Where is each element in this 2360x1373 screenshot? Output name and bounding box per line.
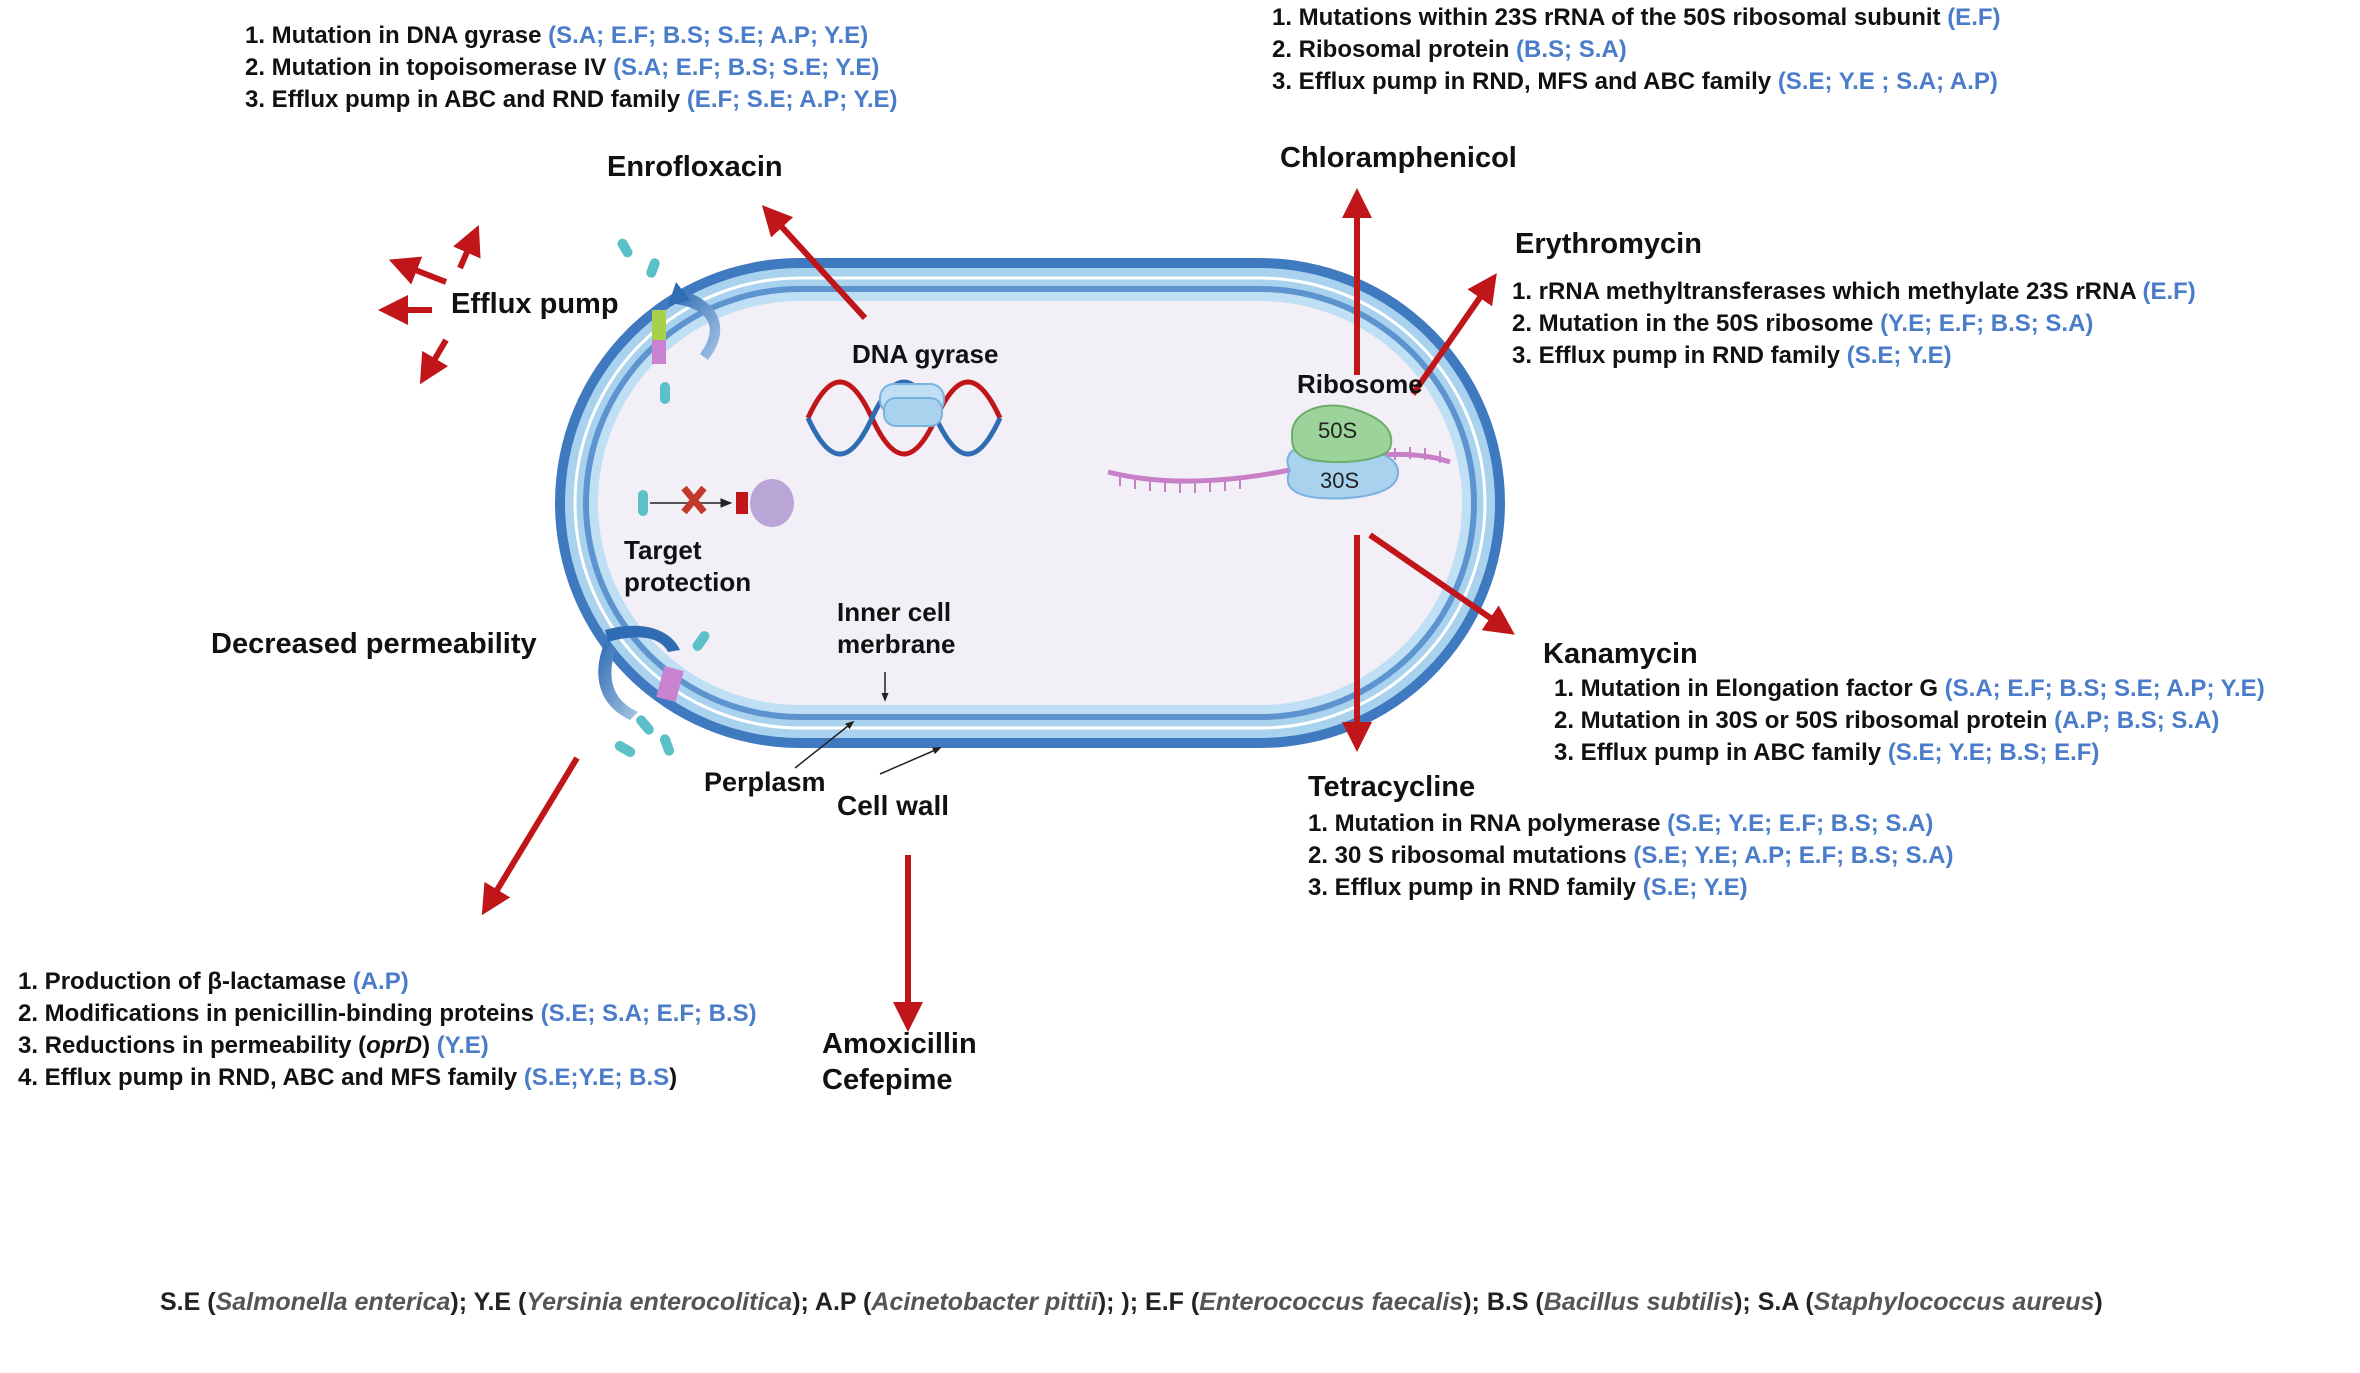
beta-lactam-arrow — [481, 756, 580, 916]
beta-lactam-mechanisms: 1. Production of β-lactamase (A.P) 2. Mo… — [18, 966, 757, 1094]
tetracycline-mechanisms: 1. Mutation in RNA polymerase (S.E; Y.E;… — [1308, 808, 1953, 904]
target-protection-line2: protection — [624, 567, 752, 597]
mechanism-item: 2. Mutation in 30S or 50S ribosomal prot… — [1554, 707, 2220, 734]
erythromycin-arrow — [1410, 273, 1497, 396]
mechanism-item: 1. rRNA methyltransferases which methyla… — [1512, 278, 2196, 305]
efflux-pump-icon — [617, 238, 721, 404]
mechanism-item: 3. Efflux pump in ABC family (S.E; Y.E; … — [1554, 739, 2100, 766]
mechanism-item: 3. Reductions in permeability (oprD) (Y.… — [18, 1032, 489, 1059]
label-pointers — [794, 672, 942, 775]
mechanism-item: 2. Ribosomal protein (B.S; S.A) — [1272, 36, 1627, 63]
mechanism-item: 2. 30 S ribosomal mutations (S.E; Y.E; A… — [1308, 842, 1954, 869]
subunit-30s-label: 30S — [1320, 468, 1360, 493]
inner-membrane-line1: Inner cell — [837, 597, 952, 627]
ribosome-icon — [1107, 404, 1451, 500]
target-protection-icon — [638, 479, 794, 527]
tetracycline-heading: Tetracycline — [1308, 771, 1476, 803]
efflux-burst-arrow — [388, 256, 448, 285]
mechanism-item: 3. Efflux pump in RND family (S.E; Y.E) — [1308, 874, 1748, 901]
mechanism-item: 2. Mutation in topoisomerase IV (S.A; E.… — [245, 54, 880, 81]
mechanism-item: 3. Efflux pump in RND, MFS and ABC famil… — [1272, 68, 1998, 95]
kanamycin-heading: Kanamycin — [1543, 638, 1698, 670]
chloramphenicol-mechanisms: 1. Mutations within 23S rRNA of the 50S … — [1272, 2, 2001, 98]
decreased-permeability-label: Decreased permeability — [211, 628, 537, 660]
inner-membrane-line2: merbrane — [837, 629, 956, 659]
mechanism-item: 3. Efflux pump in RND family (S.E; Y.E) — [1512, 342, 1952, 369]
target-protection-line1: Target — [624, 535, 702, 565]
cefepime-label: Cefepime — [822, 1064, 953, 1096]
kanamycin-mechanisms: 1. Mutation in Elongation factor G (S.A;… — [1554, 673, 2265, 769]
mechanism-item: 1. Production of β-lactamase (A.P) — [18, 968, 409, 995]
amoxicillin-cefepime-heading: Amoxicillin Cefepime — [822, 1026, 977, 1098]
subunit-50s-label: 50S — [1318, 418, 1358, 443]
erythromycin-heading: Erythromycin — [1515, 228, 1702, 260]
dna-gyrase-icon — [805, 379, 1003, 457]
target-protection-label: Target protection — [624, 534, 751, 598]
mechanism-item: 1. Mutations within 23S rRNA of the 50S … — [1272, 4, 2001, 31]
enrofloxacin-heading: Enrofloxacin — [607, 151, 783, 183]
dna-gyrase-label: DNA gyrase — [852, 339, 999, 369]
efflux-burst-arrow — [419, 338, 449, 385]
inner-membrane-label: Inner cell merbrane — [837, 596, 956, 660]
ribosome-label: Ribosome — [1297, 369, 1423, 399]
enrofloxacin-arrow — [761, 205, 868, 321]
chloramphenicol-heading: Chloramphenicol — [1280, 142, 1517, 174]
mechanism-item: 1. Mutation in Elongation factor G (S.A;… — [1554, 675, 2265, 702]
species-legend: S.E (Salmonella enterica); Y.E (Yersinia… — [160, 1288, 2103, 1316]
efflux-pump-label: Efflux pump — [451, 288, 619, 320]
porin-icon — [598, 625, 710, 757]
erythromycin-mechanisms: 1. rRNA methyltransferases which methyla… — [1512, 276, 2196, 372]
mechanism-item: 3. Efflux pump in ABC and RND family (E.… — [245, 86, 898, 113]
enrofloxacin-mechanisms: 1. Mutation in DNA gyrase (S.A; E.F; B.S… — [245, 20, 898, 116]
mechanism-item: 1. Mutation in DNA gyrase (S.A; E.F; B.S… — [245, 22, 869, 49]
mechanism-item: 4. Efflux pump in RND, ABC and MFS famil… — [18, 1064, 678, 1091]
kanamycin-arrow — [1368, 532, 1515, 635]
resistance-arrows — [378, 188, 1515, 1032]
mechanism-item: 2. Mutation in the 50S ribosome (Y.E; E.… — [1512, 310, 2094, 337]
cell-wall-label: Cell wall — [837, 790, 950, 821]
periplasm-label: Perplasm — [704, 767, 826, 797]
efflux-burst-arrow — [453, 225, 481, 270]
amoxicillin-label: Amoxicillin — [822, 1028, 977, 1060]
mechanism-item: 2. Modifications in penicillin-binding p… — [18, 1000, 757, 1027]
mechanism-item: 1. Mutation in RNA polymerase (S.E; Y.E;… — [1308, 810, 1934, 837]
